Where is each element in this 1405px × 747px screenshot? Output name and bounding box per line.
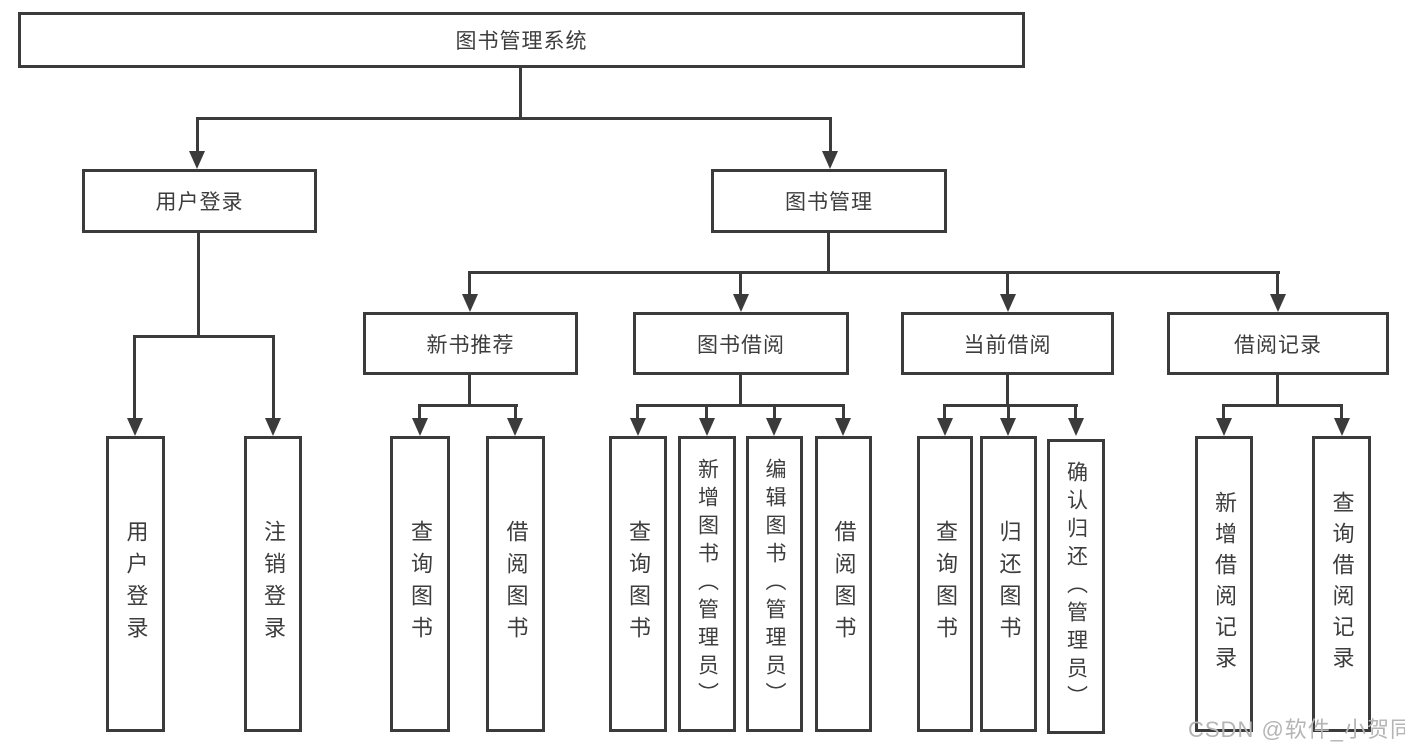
node-leaf-nb-query-books: 查询图书: [390, 436, 450, 732]
arrow-down-icon: [127, 418, 143, 436]
node-book-borrowing: 图书借阅: [633, 312, 849, 375]
connector-line: [197, 233, 200, 338]
node-leaf-bb-borrow-books: 借阅图书: [815, 436, 872, 732]
node-leaf-br-add-record-label: 新增借阅记录: [1212, 491, 1237, 677]
arrow-down-icon: [1216, 418, 1232, 436]
connector-line: [272, 335, 275, 421]
csdn-watermark: CSDN @软件_小贺同学: [1188, 717, 1405, 742]
node-leaf-nb-borrow-books-label: 借阅图书: [503, 520, 529, 648]
connector-line: [739, 375, 742, 407]
node-leaf-cb-return-books-label: 归还图书: [996, 520, 1022, 648]
arrow-down-icon: [630, 418, 646, 436]
arrow-down-icon: [265, 418, 281, 436]
node-current-borrowing-label: 当前借阅: [963, 333, 1052, 357]
arrow-down-icon: [699, 418, 715, 436]
node-user-login: 用户登录: [82, 169, 317, 233]
node-leaf-bb-add-books: 新增图书（管理员）: [678, 436, 736, 732]
arrow-down-icon: [189, 151, 205, 169]
connector-line: [514, 404, 517, 421]
connector-line: [1276, 271, 1279, 297]
connector-line: [943, 404, 946, 421]
connector-line: [418, 404, 421, 421]
node-leaf-bb-query-books-label: 查询图书: [626, 520, 651, 648]
node-current-borrowing: 当前借阅: [901, 312, 1114, 375]
node-leaf-logout-label: 注销登录: [261, 520, 286, 648]
connector-line: [468, 375, 471, 407]
node-borrowing-records: 借阅记录: [1167, 312, 1389, 375]
connector-line: [1276, 375, 1279, 407]
connector-line: [1222, 404, 1225, 421]
connector-line: [519, 67, 522, 120]
node-leaf-cb-return-books: 归还图书: [980, 436, 1037, 732]
connector-line: [636, 404, 639, 421]
arrow-down-icon: [1334, 418, 1350, 436]
arrow-down-icon: [1000, 418, 1016, 436]
arrow-down-icon: [937, 418, 953, 436]
connector-line: [468, 271, 1280, 274]
arrow-down-icon: [1000, 294, 1016, 312]
node-leaf-cb-confirm-return: 确认归还（管理员）: [1047, 439, 1105, 734]
connector-line: [827, 233, 830, 274]
arrow-down-icon: [462, 294, 478, 312]
connector-line: [829, 117, 832, 153]
node-borrowing-records-label: 借阅记录: [1234, 333, 1322, 357]
node-leaf-bb-query-books: 查询图书: [609, 436, 667, 732]
node-leaf-logout: 注销登录: [244, 436, 302, 732]
connector-line: [1006, 375, 1009, 407]
node-leaf-cb-query-books: 查询图书: [917, 436, 973, 732]
connector-line: [196, 117, 832, 120]
connector-line: [1007, 404, 1010, 421]
node-leaf-nb-query-books-label: 查询图书: [408, 520, 433, 648]
arrow-down-icon: [766, 418, 782, 436]
connector-line: [133, 335, 275, 338]
node-leaf-bb-borrow-books-label: 借阅图书: [831, 520, 857, 648]
node-leaf-nb-borrow-books: 借阅图书: [486, 436, 545, 732]
node-leaf-bb-edit-books: 编辑图书（管理员）: [746, 436, 803, 732]
connector-line: [842, 404, 845, 421]
connector-line: [943, 404, 1078, 407]
connector-line: [196, 117, 199, 153]
connector-line: [1222, 404, 1342, 407]
node-leaf-user-login: 用户登录: [106, 436, 165, 732]
arrow-down-icon: [412, 418, 428, 436]
node-leaf-br-add-record: 新增借阅记录: [1195, 436, 1253, 732]
arrow-down-icon: [507, 418, 523, 436]
connector-line: [468, 271, 471, 297]
arrow-down-icon: [1068, 418, 1084, 436]
connector-line: [133, 335, 136, 421]
node-leaf-user-login-label: 用户登录: [123, 520, 149, 648]
arrow-down-icon: [733, 294, 749, 312]
arrow-down-icon: [822, 151, 838, 169]
node-leaf-bb-edit-books-label: 编辑图书（管理员）: [763, 458, 786, 710]
connector-line: [739, 271, 742, 297]
connector-line: [636, 404, 845, 407]
node-leaf-cb-confirm-return-label: 确认归还（管理员）: [1064, 460, 1088, 713]
node-new-book-recommend-label: 新书推荐: [426, 333, 515, 357]
node-book-borrowing-label: 图书借阅: [697, 333, 785, 357]
node-book-management: 图书管理: [711, 169, 947, 233]
arrow-down-icon: [1270, 294, 1286, 312]
connector-line: [418, 404, 518, 407]
connector-line: [1074, 404, 1077, 421]
node-leaf-br-query-record: 查询借阅记录: [1312, 436, 1371, 732]
node-new-book-recommend: 新书推荐: [363, 312, 578, 375]
arrow-down-icon: [835, 418, 851, 436]
node-root: 图书管理系统: [18, 12, 1025, 68]
connector-line: [773, 404, 776, 421]
node-user-login-label: 用户登录: [155, 191, 244, 214]
connector-line: [705, 404, 708, 421]
node-leaf-br-query-record-label: 查询借阅记录: [1329, 491, 1355, 677]
node-leaf-bb-add-books-label: 新增图书（管理员）: [695, 458, 719, 710]
node-book-management-label: 图书管理: [785, 191, 873, 214]
connector-line: [1340, 404, 1343, 421]
node-leaf-cb-query-books-label: 查询图书: [933, 520, 958, 648]
node-root-label: 图书管理系统: [455, 30, 588, 53]
connector-line: [1006, 271, 1009, 297]
